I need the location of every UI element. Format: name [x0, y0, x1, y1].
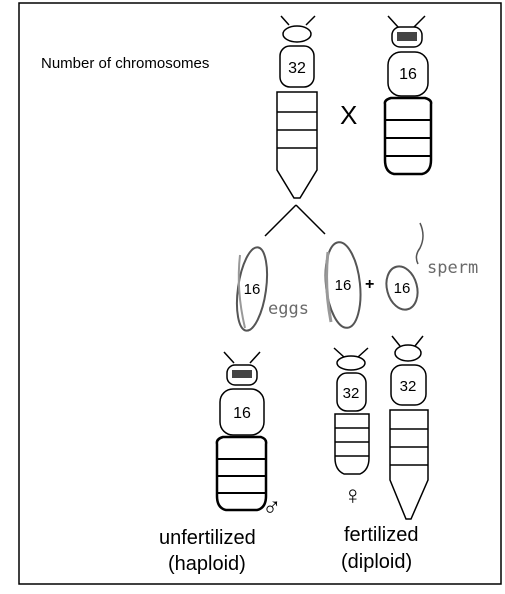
sperm-chromosome-count: 16	[394, 280, 411, 297]
male-offspring-chromosome-count: 16	[233, 405, 251, 422]
drone-antennae	[388, 16, 425, 27]
unfertilized-label: unfertilized	[159, 527, 256, 550]
male-symbol: ♂	[262, 492, 282, 523]
egg-left-chromosome-count: 16	[244, 281, 261, 298]
queen-antennae	[281, 16, 315, 25]
eggs-label: eggs	[268, 299, 309, 319]
queen-head	[283, 26, 311, 42]
haploid-label: (haploid)	[168, 553, 246, 576]
drone-parent	[385, 16, 431, 174]
fertilized-label: fertilized	[344, 524, 418, 547]
diploid-label: (diploid)	[341, 551, 412, 574]
queen-abdomen	[277, 92, 317, 198]
female-symbol: ♀	[343, 480, 363, 511]
cross-symbol: X	[340, 100, 357, 131]
drone-eyes	[397, 32, 417, 41]
egg-right-chromosome-count: 16	[335, 277, 352, 294]
worker-chromosome-count: 32	[343, 385, 360, 402]
sperm-label: sperm	[427, 258, 478, 278]
sperm-cell	[382, 223, 423, 313]
queen-offspring-chromosome-count: 32	[400, 378, 417, 395]
drone-chromosome-count: 16	[399, 66, 417, 83]
worker-offspring	[334, 348, 369, 474]
queen-parent	[277, 16, 317, 198]
plus-symbol: +	[365, 276, 374, 294]
queen-offspring	[390, 336, 428, 519]
queen-chromosome-count: 32	[288, 60, 306, 77]
drone-abdomen	[385, 98, 431, 174]
diagram-title: Number of chromosomes	[41, 55, 209, 72]
offspring-branch-lines	[265, 205, 325, 236]
male-offspring	[217, 352, 266, 510]
